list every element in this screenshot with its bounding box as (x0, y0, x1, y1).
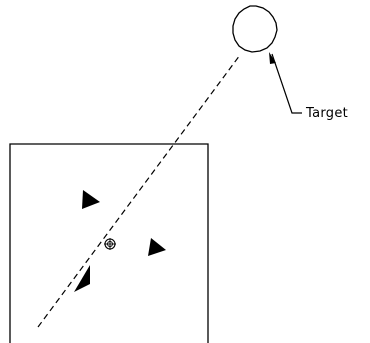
crosshair-icon (104, 238, 116, 250)
boundary-box (9, 143, 209, 343)
target-leader-arrowhead (269, 52, 276, 64)
target-label: Target (305, 106, 348, 121)
target-circle (232, 5, 278, 53)
triangle-marker-lower (74, 265, 90, 292)
trajectory-line (37, 54, 241, 328)
triangle-marker-upper (82, 190, 100, 209)
target-leader-line (271, 53, 302, 114)
triangle-marker-right (148, 238, 166, 256)
